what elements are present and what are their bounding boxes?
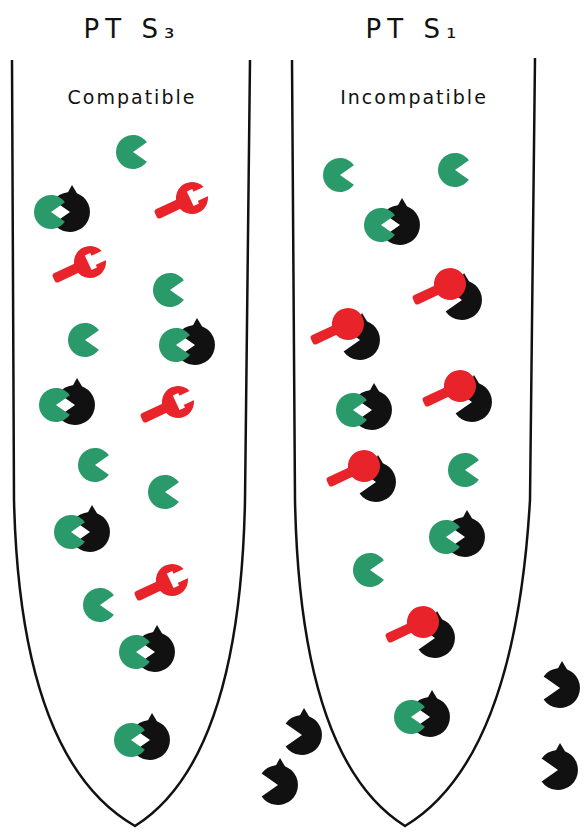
- green-black-complex: [34, 185, 485, 760]
- pollen-tube: PT S₁ Incompatible: [288, 6, 540, 830]
- tube-heading: PT S₁: [288, 14, 540, 44]
- pollen-tube: PT S₃ Compatible: [10, 6, 254, 830]
- tube-label: Compatible: [10, 86, 254, 108]
- free-green: [68, 135, 479, 622]
- tube-wall: [292, 58, 535, 826]
- tube-outline: [10, 6, 254, 830]
- tube-wall: [12, 60, 250, 826]
- tube-label: Incompatible: [288, 86, 540, 108]
- tube-outline: [288, 6, 540, 830]
- free-black: [262, 661, 580, 805]
- tube-heading: PT S₃: [10, 14, 254, 44]
- free-red: [47, 176, 215, 612]
- red-black-complex: [305, 263, 492, 658]
